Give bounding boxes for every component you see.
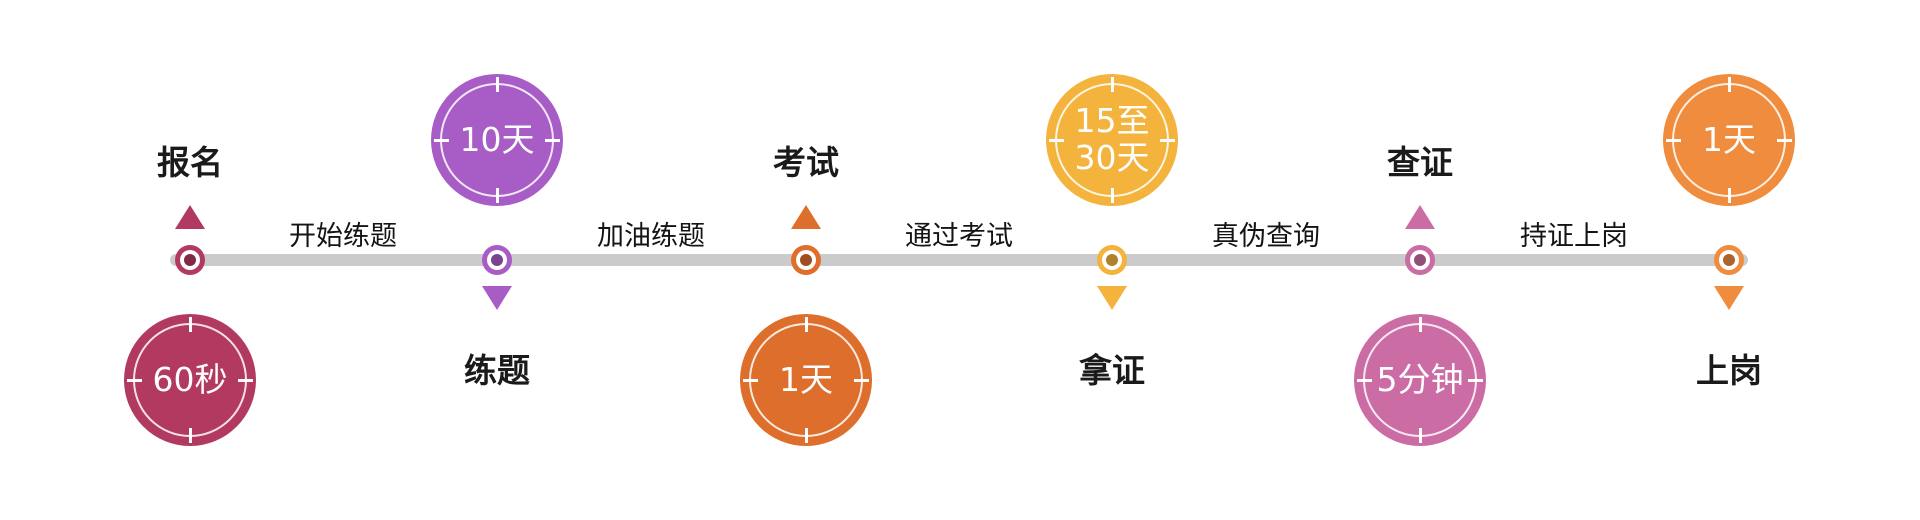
dot-core [491, 254, 503, 266]
segment-label: 通过考试 [905, 221, 1013, 252]
timeline-dot [1405, 245, 1435, 275]
clock-tick [188, 317, 192, 332]
clock-badge: 60秒 [124, 314, 256, 446]
node-title: 上岗 [1696, 351, 1762, 390]
dot-core [800, 254, 812, 266]
node-title: 考试 [773, 143, 839, 182]
dot-core [1106, 254, 1118, 266]
timeline-line [170, 254, 1748, 266]
duration-label: 15至 30天 [1074, 101, 1150, 177]
arrow-down-icon [1097, 286, 1127, 310]
clock-tick [188, 428, 192, 443]
arrow-down-icon [1714, 286, 1744, 310]
node-title: 查证 [1387, 143, 1453, 182]
clock-tick [1666, 138, 1681, 142]
clock-tick [804, 317, 808, 332]
clock-tick [1160, 138, 1175, 142]
segment-label: 持证上岗 [1520, 221, 1628, 252]
clock-badge: 1天 [740, 314, 872, 446]
segment-label: 真伪查询 [1212, 221, 1320, 252]
duration-label: 60秒 [152, 359, 228, 399]
timeline-dot [482, 245, 512, 275]
clock-badge: 15至 30天 [1046, 74, 1178, 206]
clock-tick [1357, 378, 1372, 382]
dot-core [1414, 254, 1426, 266]
clock-badge: 1天 [1663, 74, 1795, 206]
clock-tick [495, 188, 499, 203]
duration-label: 1天 [1702, 119, 1756, 159]
duration-label: 10天 [459, 119, 535, 159]
clock-tick [127, 378, 142, 382]
clock-tick [743, 378, 758, 382]
clock-tick [238, 378, 253, 382]
arrow-up-icon [1405, 205, 1435, 229]
clock-tick [1049, 138, 1064, 142]
clock-tick [1468, 378, 1483, 382]
segment-label: 开始练题 [289, 221, 397, 252]
clock-tick [1418, 428, 1422, 443]
node-title: 练题 [464, 351, 530, 390]
dot-core [1723, 254, 1735, 266]
arrow-up-icon [791, 205, 821, 229]
node-title: 拿证 [1079, 351, 1145, 390]
clock-badge: 5分钟 [1354, 314, 1486, 446]
clock-tick [1110, 188, 1114, 203]
clock-tick [545, 138, 560, 142]
clock-tick [1777, 138, 1792, 142]
timeline-dot [1714, 245, 1744, 275]
node-title: 报名 [157, 143, 223, 182]
timeline-dot [791, 245, 821, 275]
clock-tick [1727, 77, 1731, 92]
segment-label: 加油练题 [597, 221, 705, 252]
arrow-down-icon [482, 286, 512, 310]
clock-tick [1110, 77, 1114, 92]
duration-label: 1天 [779, 359, 833, 399]
duration-label: 5分钟 [1376, 359, 1464, 399]
timeline-dot [1097, 245, 1127, 275]
timeline-dot [175, 245, 205, 275]
clock-tick [1727, 188, 1731, 203]
clock-tick [854, 378, 869, 382]
arrow-up-icon [175, 205, 205, 229]
clock-badge: 10天 [431, 74, 563, 206]
dot-core [184, 254, 196, 266]
clock-tick [1418, 317, 1422, 332]
clock-tick [495, 77, 499, 92]
clock-tick [434, 138, 449, 142]
clock-tick [804, 428, 808, 443]
